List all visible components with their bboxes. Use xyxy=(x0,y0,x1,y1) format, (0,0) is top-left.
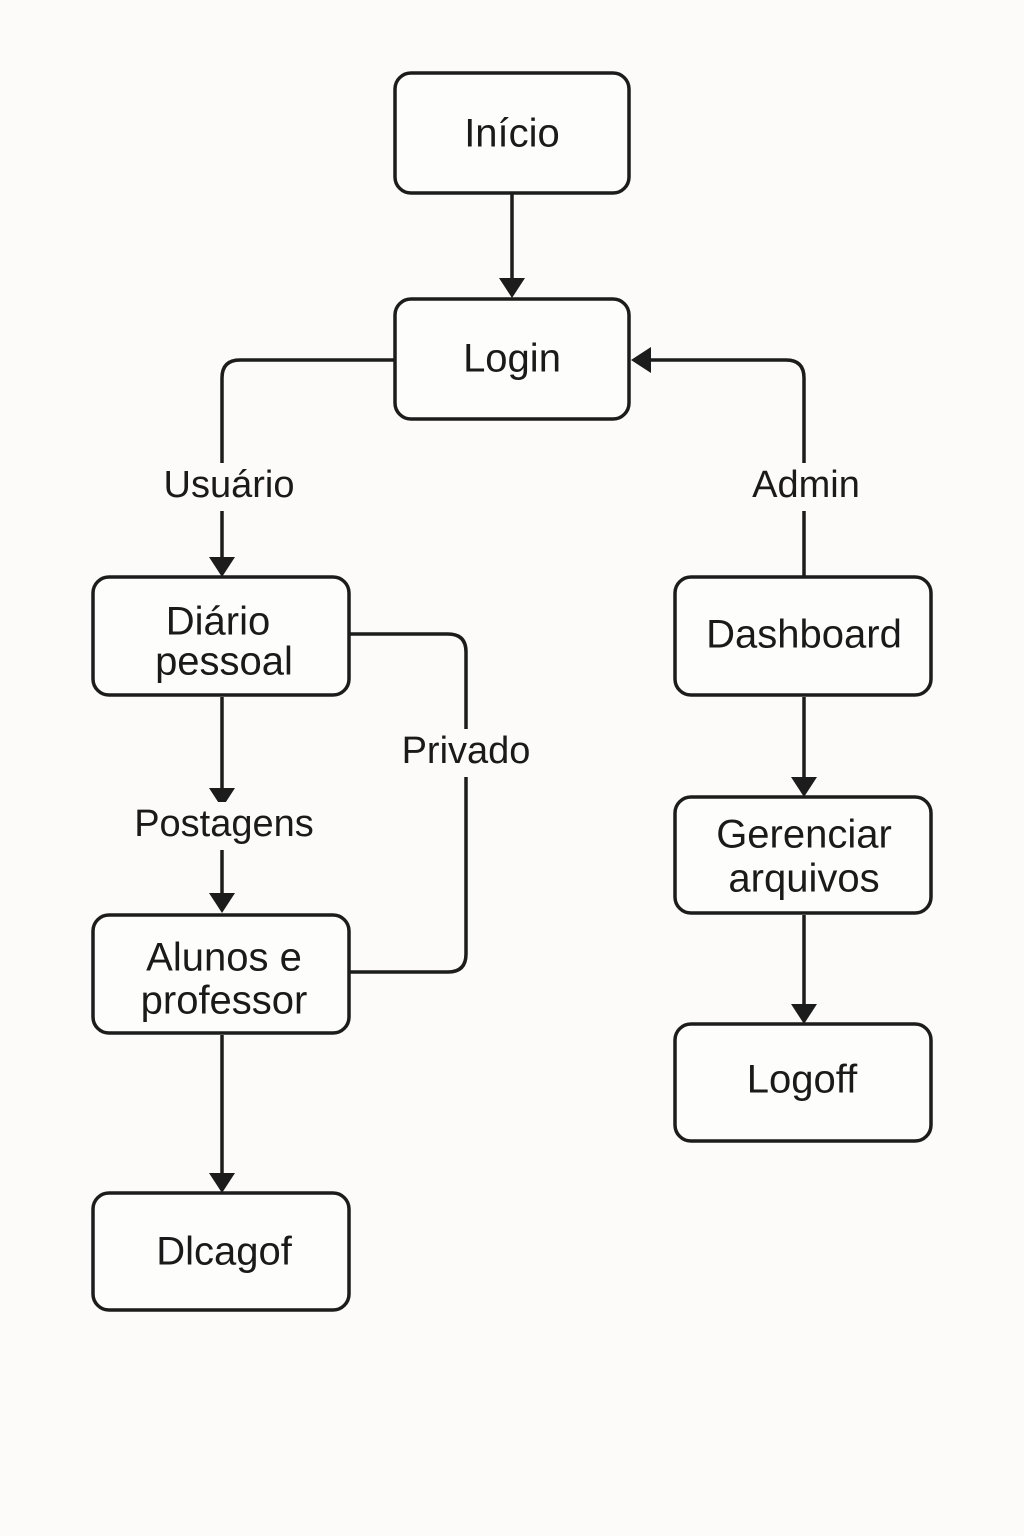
node-gerenciar-label-line1: Gerenciar xyxy=(716,813,892,857)
arrow-head-logoff-top xyxy=(791,1004,817,1024)
edges xyxy=(209,193,817,1193)
node-alunos-label-line2: professor xyxy=(141,979,308,1023)
edge-login-diario xyxy=(220,358,395,557)
node-login-label: Login xyxy=(463,337,561,381)
label-bg-admin xyxy=(742,463,868,511)
node-dashboard-label: Dashboard xyxy=(706,613,902,657)
edge-labels: Usuário Admin Privado Postagens xyxy=(118,463,868,850)
arrow-head-gerenciar-top xyxy=(791,777,817,797)
arrow-head-login-right xyxy=(631,347,651,373)
label-bg-usuario xyxy=(150,463,310,511)
node-diario-pessoal: Diário pessoal xyxy=(91,575,351,697)
arrow-head-login-top xyxy=(499,278,525,298)
node-alunos-professor: Alunos e professor xyxy=(91,913,351,1035)
node-blogoff-label: Dlcagof xyxy=(156,1230,293,1274)
node-inicio: Início xyxy=(393,71,631,195)
edge-label-usuario: Usuário xyxy=(164,464,295,506)
edge-label-privado: Privado xyxy=(402,730,531,772)
label-bg-postagens xyxy=(118,802,328,850)
node-diario-label-line2: pessoal xyxy=(155,640,293,684)
node-inicio-label: Início xyxy=(464,112,560,156)
arrow-head-diario-top xyxy=(209,557,235,577)
node-logoff-label: Logoff xyxy=(747,1058,858,1102)
node-diario-box xyxy=(91,575,351,697)
nodes: Início Login Diário pessoal Alunos e pro… xyxy=(91,71,933,1312)
arrow-head-blogoff-top xyxy=(209,1173,235,1193)
node-inicio-box xyxy=(393,71,631,195)
label-bg-privado xyxy=(392,729,540,777)
node-gerenciar-label-line2: arquivos xyxy=(728,857,879,901)
node-dashboard: Dashboard xyxy=(673,575,933,697)
node-blogoff: Dlcagof xyxy=(91,1191,351,1312)
node-gerenciar-box xyxy=(673,795,933,915)
node-dashboard-box xyxy=(673,575,933,697)
node-blogoff-box xyxy=(91,1191,351,1312)
edge-dashboard-login xyxy=(651,358,806,577)
node-alunos-label-line1: Alunos e xyxy=(146,936,302,980)
arrow-head-mid-postagens xyxy=(209,788,235,808)
edge-privado-loop xyxy=(350,632,468,974)
edge-label-postagens: Postagens xyxy=(134,803,314,845)
node-login: Login xyxy=(393,297,631,421)
node-alunos-box xyxy=(91,913,351,1035)
node-diario-label-line1: Diário xyxy=(166,600,270,644)
node-logoff-box xyxy=(673,1022,933,1143)
arrow-head-alunos-top xyxy=(209,893,235,913)
node-login-box xyxy=(393,297,631,421)
node-gerenciar-arquivos: Gerenciar arquivos xyxy=(673,795,933,915)
node-logoff: Logoff xyxy=(673,1022,933,1143)
edge-label-admin: Admin xyxy=(752,464,860,506)
